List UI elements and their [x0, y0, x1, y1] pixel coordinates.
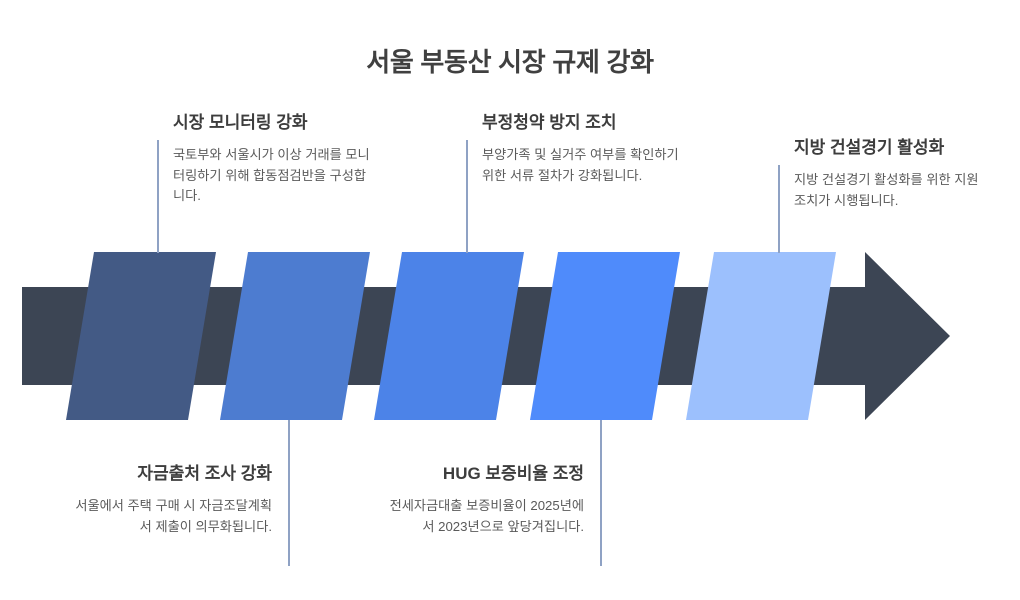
callout-body-step-2: 서울에서 주택 구매 시 자금조달계획서 제출이 의무화됩니다. [75, 498, 272, 534]
callout-title-step-3: 부정청약 방지 조치 [482, 113, 617, 132]
connector-line-step-3 [466, 140, 468, 253]
chevron-step-1 [66, 252, 216, 420]
callout-title-step-1: 시장 모니터링 강화 [173, 113, 308, 132]
callout-body-step-1: 국토부와 서울시가 이상 거래를 모니터링하기 위해 합동점검반을 구성합니다. [173, 147, 370, 203]
chevron-step-4 [530, 252, 680, 420]
connector-line-step-4 [600, 420, 602, 566]
connector-line-step-2 [288, 420, 290, 566]
callout-title-step-4: HUG 보증비율 조정 [442, 464, 584, 483]
callout-step-4: HUG 보증비율 조정 전세자금대출 보증비율이 2025년에서 2023년으로… [386, 463, 598, 537]
callout-title-step-2: 자금출처 조사 강화 [137, 464, 272, 483]
callout-step-3: 부정청약 방지 조치 부양가족 및 실거주 여부를 확인하기 위한 서류 절차가… [468, 112, 680, 186]
chevron-step-2 [220, 252, 370, 420]
callout-title-step-5: 지방 건설경기 활성화 [794, 138, 945, 157]
callout-body-step-4: 전세자금대출 보증비율이 2025년에서 2023년으로 앞당겨집니다. [389, 498, 584, 534]
page-title: 서울 부동산 시장 규제 강화 [366, 47, 654, 77]
chevron-step-3 [374, 252, 524, 420]
connector-line-step-1 [157, 140, 159, 253]
connector-line-step-5 [778, 165, 780, 253]
callout-step-5: 지방 건설경기 활성화 지방 건설경기 활성화를 위한 지원 조치가 시행됩니다… [780, 137, 992, 211]
callout-body-step-3: 부양가족 및 실거주 여부를 확인하기 위한 서류 절차가 강화됩니다. [482, 147, 679, 183]
callout-body-step-5: 지방 건설경기 활성화를 위한 지원 조치가 시행됩니다. [794, 172, 979, 208]
callout-step-2: 자금출처 조사 강화 서울에서 주택 구매 시 자금조달계획서 제출이 의무화됩… [74, 463, 286, 537]
callout-step-1: 시장 모니터링 강화 국토부와 서울시가 이상 거래를 모니터링하기 위해 합동… [159, 112, 371, 206]
chevron-step-5 [686, 252, 836, 420]
